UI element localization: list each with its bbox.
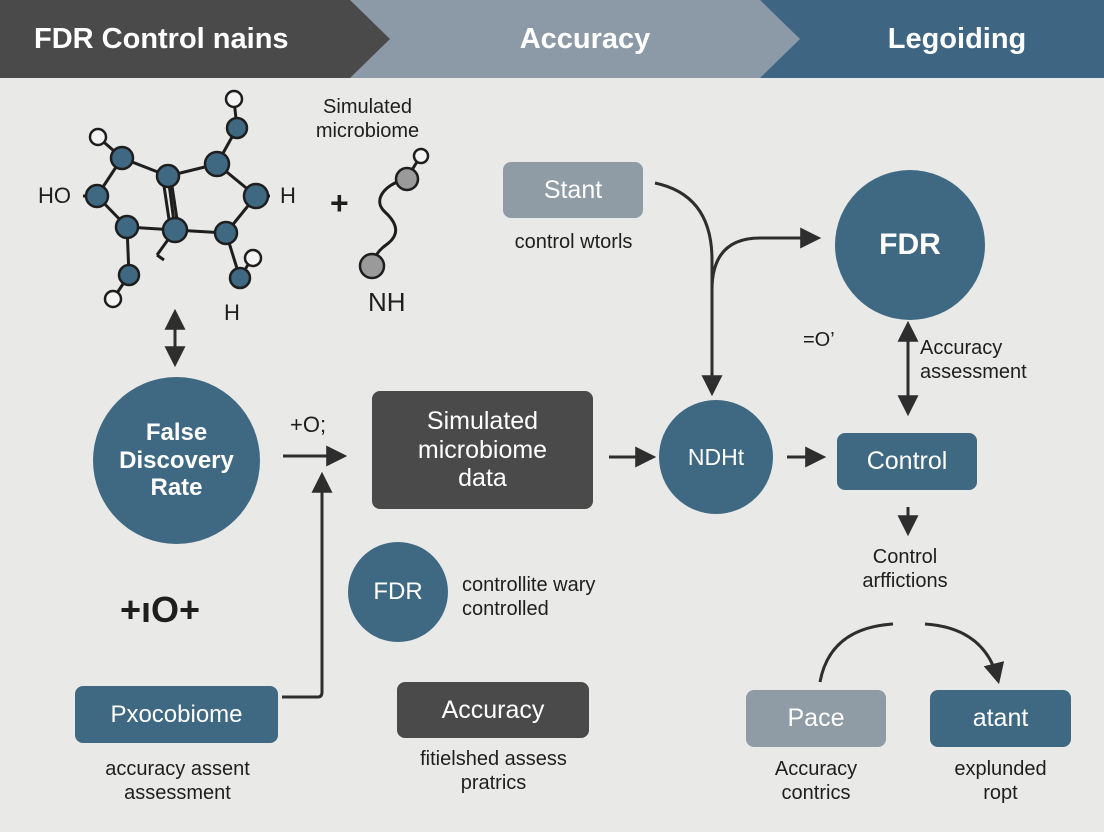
pxocobiome-box: Pxocobiome <box>75 686 278 743</box>
header-segment-1: FDR Control nains <box>0 0 390 78</box>
accuracy-caption: fitielshed assess pratrics <box>420 748 567 794</box>
plus-sign: + <box>330 185 349 221</box>
header-segment-2-label: Accuracy <box>519 22 651 55</box>
arrow-curve-right <box>924 622 1005 685</box>
arrow-curve-left <box>818 622 894 683</box>
control-box: Control <box>837 433 977 490</box>
simulated-data-box: Simulated microbiome data <box>372 391 593 509</box>
header-segment-3: Legoiding <box>750 0 1104 78</box>
molecule-right-label: H <box>280 183 296 208</box>
header-segment-3-label: Legoiding <box>887 22 1027 55</box>
eq-label: =O’ <box>803 329 835 351</box>
stant-caption: control wtorls <box>514 231 633 253</box>
fdr-circle-small: FDR <box>348 542 448 642</box>
accuracy-assessment-label: Accuracy assessment <box>920 337 1027 383</box>
chain-label: NH <box>368 287 406 317</box>
pxocobiome-caption: accuracy assent assessment <box>105 758 250 804</box>
molecule-atoms <box>84 89 270 309</box>
atant-caption: explunded ropt <box>954 758 1047 804</box>
header-segment-2: Accuracy <box>340 0 800 78</box>
control-affictions-label: Control arffictions <box>862 546 948 592</box>
molecule-left-label: HO <box>38 183 71 208</box>
arrow-branch-to-fdr <box>710 227 822 291</box>
fdr-circle-large: FDR <box>835 170 985 320</box>
ndht-circle: NDHt <box>659 400 773 514</box>
accuracy-box: Accuracy <box>397 682 589 738</box>
chain-structure <box>358 147 430 280</box>
plus-o-label: +O; <box>290 412 327 437</box>
fdr-small-caption: controllite wary controlled <box>462 574 596 620</box>
atant-box: atant <box>930 690 1071 747</box>
arrow-pxocobiome-to-simulated <box>282 471 333 699</box>
stant-box: Stant <box>503 162 643 218</box>
pace-caption: Accuracy contrics <box>774 758 858 804</box>
molecule-caption: Simulated microbiome <box>315 96 420 142</box>
false-discovery-rate-circle: False Discovery Rate <box>93 377 260 544</box>
pace-box: Pace <box>746 690 886 747</box>
plus-io-label: +ıO+ <box>120 589 201 630</box>
molecule-bottom-label: H <box>224 300 240 325</box>
arrow-stant-to-ndht <box>654 181 723 397</box>
header-segment-1-label: FDR Control nains <box>34 22 289 55</box>
